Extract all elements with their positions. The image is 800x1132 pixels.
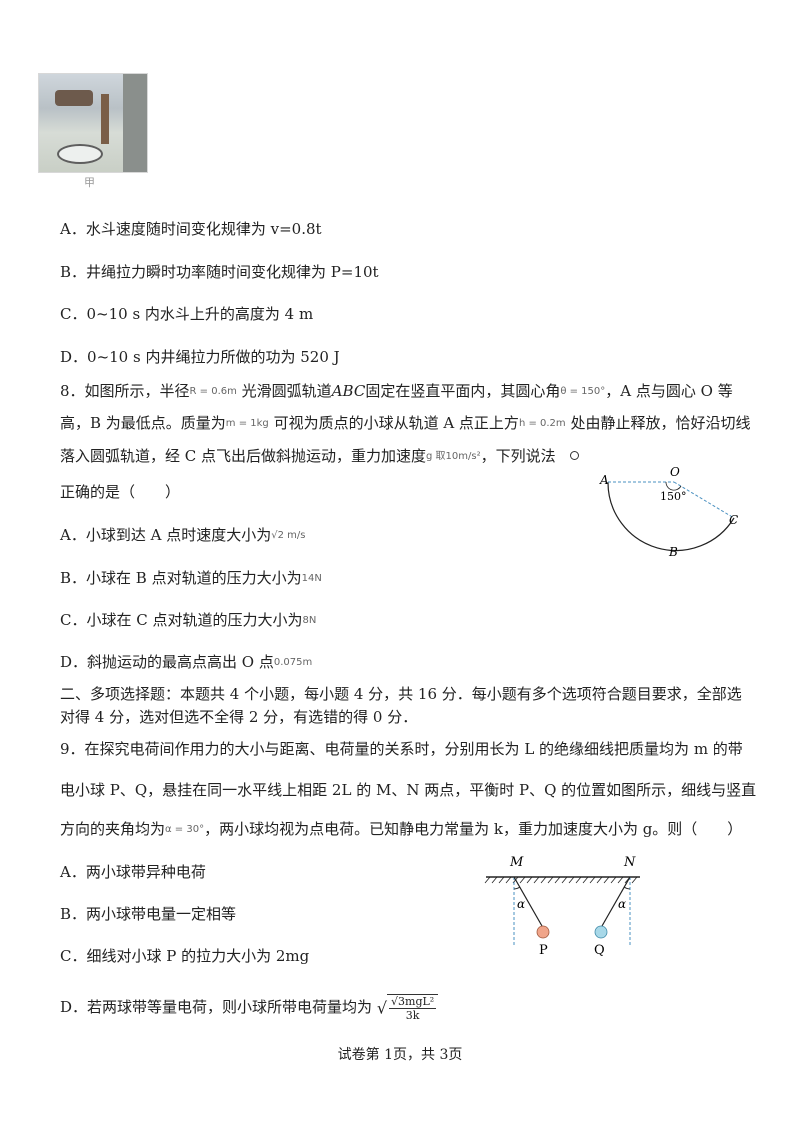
q7-option-b: B．井绳拉力瞬时功率随时间变化规律为 P=10t xyxy=(60,263,379,281)
section2-line2: 对得 4 分，选对但选不全得 2 分，有选错的得 0 分． xyxy=(60,708,418,726)
q8-height-image: h = 0.2m xyxy=(518,418,566,429)
q9-option-b: B．两小球带电量一定相等 xyxy=(60,905,237,923)
q8-stem-line1: 8．如图所示，半径R = 0.6m 光滑圆弧轨道ABC固定在竖直平面内，其圆心角… xyxy=(60,382,733,400)
q7-option-c: C．0~10 s 内水斗上升的高度为 4 m xyxy=(60,305,314,323)
angle-label: 150° xyxy=(660,490,687,503)
point-o-label: O xyxy=(670,465,680,479)
point-n-label: N xyxy=(623,855,636,870)
small-circle-mark xyxy=(570,451,580,460)
q9-angle-image: α = 30° xyxy=(165,824,205,835)
alpha-right-label: α xyxy=(618,897,626,911)
q7-option-a: A．水斗速度随时间变化规律为 v=0.8t xyxy=(60,220,322,238)
photo-caption: 甲 xyxy=(84,176,95,189)
q9-stem-line2: 电小球 P、Q，悬挂在同一水平线上相距 2L 的 M、N 两点，平衡时 P、Q … xyxy=(60,781,757,799)
q8-radius-image: R = 0.6m xyxy=(189,386,237,397)
q8-option-c: C．小球在 C 点对轨道的压力大小为8N xyxy=(60,611,317,629)
point-b-label: B xyxy=(668,545,678,559)
ball-p-label: P xyxy=(539,943,548,958)
q8-stem-line2: 高，B 为最低点。质量为m = 1kg 可视为质点的小球从轨道 A 点正上方h … xyxy=(60,414,751,432)
q8-option-d: D．斜抛运动的最高点高出 O 点0.075m xyxy=(60,653,313,671)
q9-stem-line1: 9．在探究电荷间作用力的大小与距离、电荷量的关系时，分别用长为 L 的绝缘细线把… xyxy=(60,740,743,758)
q8-option-b: B．小球在 B 点对轨道的压力大小为14N xyxy=(60,569,322,587)
q8-mass-image: m = 1kg xyxy=(225,418,269,429)
q9-option-c: C．细线对小球 P 的拉力大小为 2mg xyxy=(60,947,310,965)
point-a-label: A xyxy=(599,473,609,487)
well-photo xyxy=(38,73,148,173)
q9-option-a: A．两小球带异种电荷 xyxy=(60,863,206,881)
q8-arc-figure: A O 150° C B xyxy=(599,465,738,559)
q9-pendulum-figure: M N α α P Q xyxy=(484,855,640,958)
q8-stem-line4: 正确的是（ ） xyxy=(60,483,181,501)
q8-gravity-image: g 取10m/s² xyxy=(426,451,481,462)
page-footer: 试卷第 1页，共 3页 xyxy=(337,1047,463,1063)
alpha-left-label: α xyxy=(517,897,525,911)
point-m-label: M xyxy=(509,855,524,870)
ball-q xyxy=(594,925,608,939)
q8-option-a: A．小球到达 A 点时速度大小为√2 m/s xyxy=(60,526,306,544)
point-c-label: C xyxy=(729,513,738,527)
q7-option-d: D．0~10 s 内井绳拉力所做的功为 520 J xyxy=(60,348,340,366)
q8-stem-line3: 落入圆弧轨道，经 C 点飞出后做斜抛运动，重力加速度g 取10m/s²，下列说法 xyxy=(60,445,580,466)
ball-p xyxy=(536,925,550,939)
q8-angle-image: θ = 150° xyxy=(560,386,606,397)
section2-line1: 二、多项选择题：本题共 4 个小题，每小题 4 分，共 16 分．每小题有多个选… xyxy=(60,685,742,703)
q9-stem-line3: 方向的夹角均为α = 30°，两小球均视为点电荷。已知静电力常量为 k，重力加速… xyxy=(60,820,743,838)
ball-q-label: Q xyxy=(594,943,605,958)
